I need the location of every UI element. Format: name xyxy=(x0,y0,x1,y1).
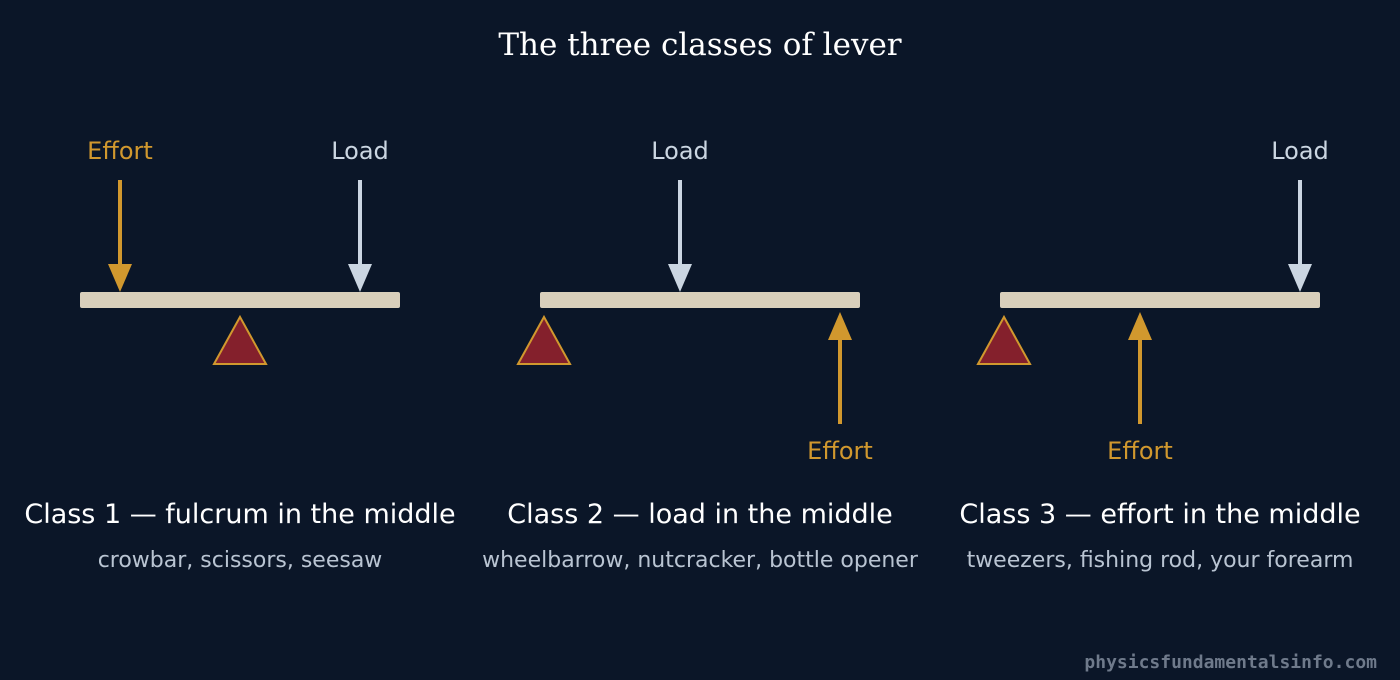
lever-examples: wheelbarrow, nutcracker, bottle opener xyxy=(482,548,919,573)
lever-heading: Class 1 — fulcrum in the middle xyxy=(24,499,455,530)
diagram-title: The three classes of lever xyxy=(498,27,901,63)
effort-arrow xyxy=(108,180,132,292)
effort-arrow xyxy=(828,312,852,424)
load-label: Load xyxy=(331,137,389,165)
lever-class-2: Load Effort Class 2 — load in the middle… xyxy=(482,137,919,573)
effort-label: Effort xyxy=(1107,437,1173,465)
fulcrum-triangle xyxy=(516,314,572,365)
site-watermark: physicsfundamentalsinfo.com xyxy=(1084,652,1377,673)
load-label: Load xyxy=(651,137,709,165)
lever-beam xyxy=(80,292,400,308)
lever-beam xyxy=(540,292,860,308)
lever-heading: Class 3 — effort in the middle xyxy=(959,499,1360,530)
lever-examples: tweezers, fishing rod, your forearm xyxy=(967,548,1354,573)
lever-examples: crowbar, scissors, seesaw xyxy=(98,548,383,573)
lever-heading: Class 2 — load in the middle xyxy=(507,499,893,530)
effort-label: Effort xyxy=(87,137,153,165)
fulcrum-triangle xyxy=(976,314,1032,365)
lever-class-3: Load Effort Class 3 — effort in the midd… xyxy=(959,137,1360,573)
fulcrum-triangle xyxy=(212,314,268,365)
lever-beam xyxy=(1000,292,1320,308)
load-arrow xyxy=(1288,180,1312,292)
lever-class-1: Effort Load Class 1 — fulcrum in the mid… xyxy=(24,137,455,573)
load-label: Load xyxy=(1271,137,1329,165)
load-arrow xyxy=(668,180,692,292)
effort-arrow xyxy=(1128,312,1152,424)
effort-label: Effort xyxy=(807,437,873,465)
load-arrow xyxy=(348,180,372,292)
